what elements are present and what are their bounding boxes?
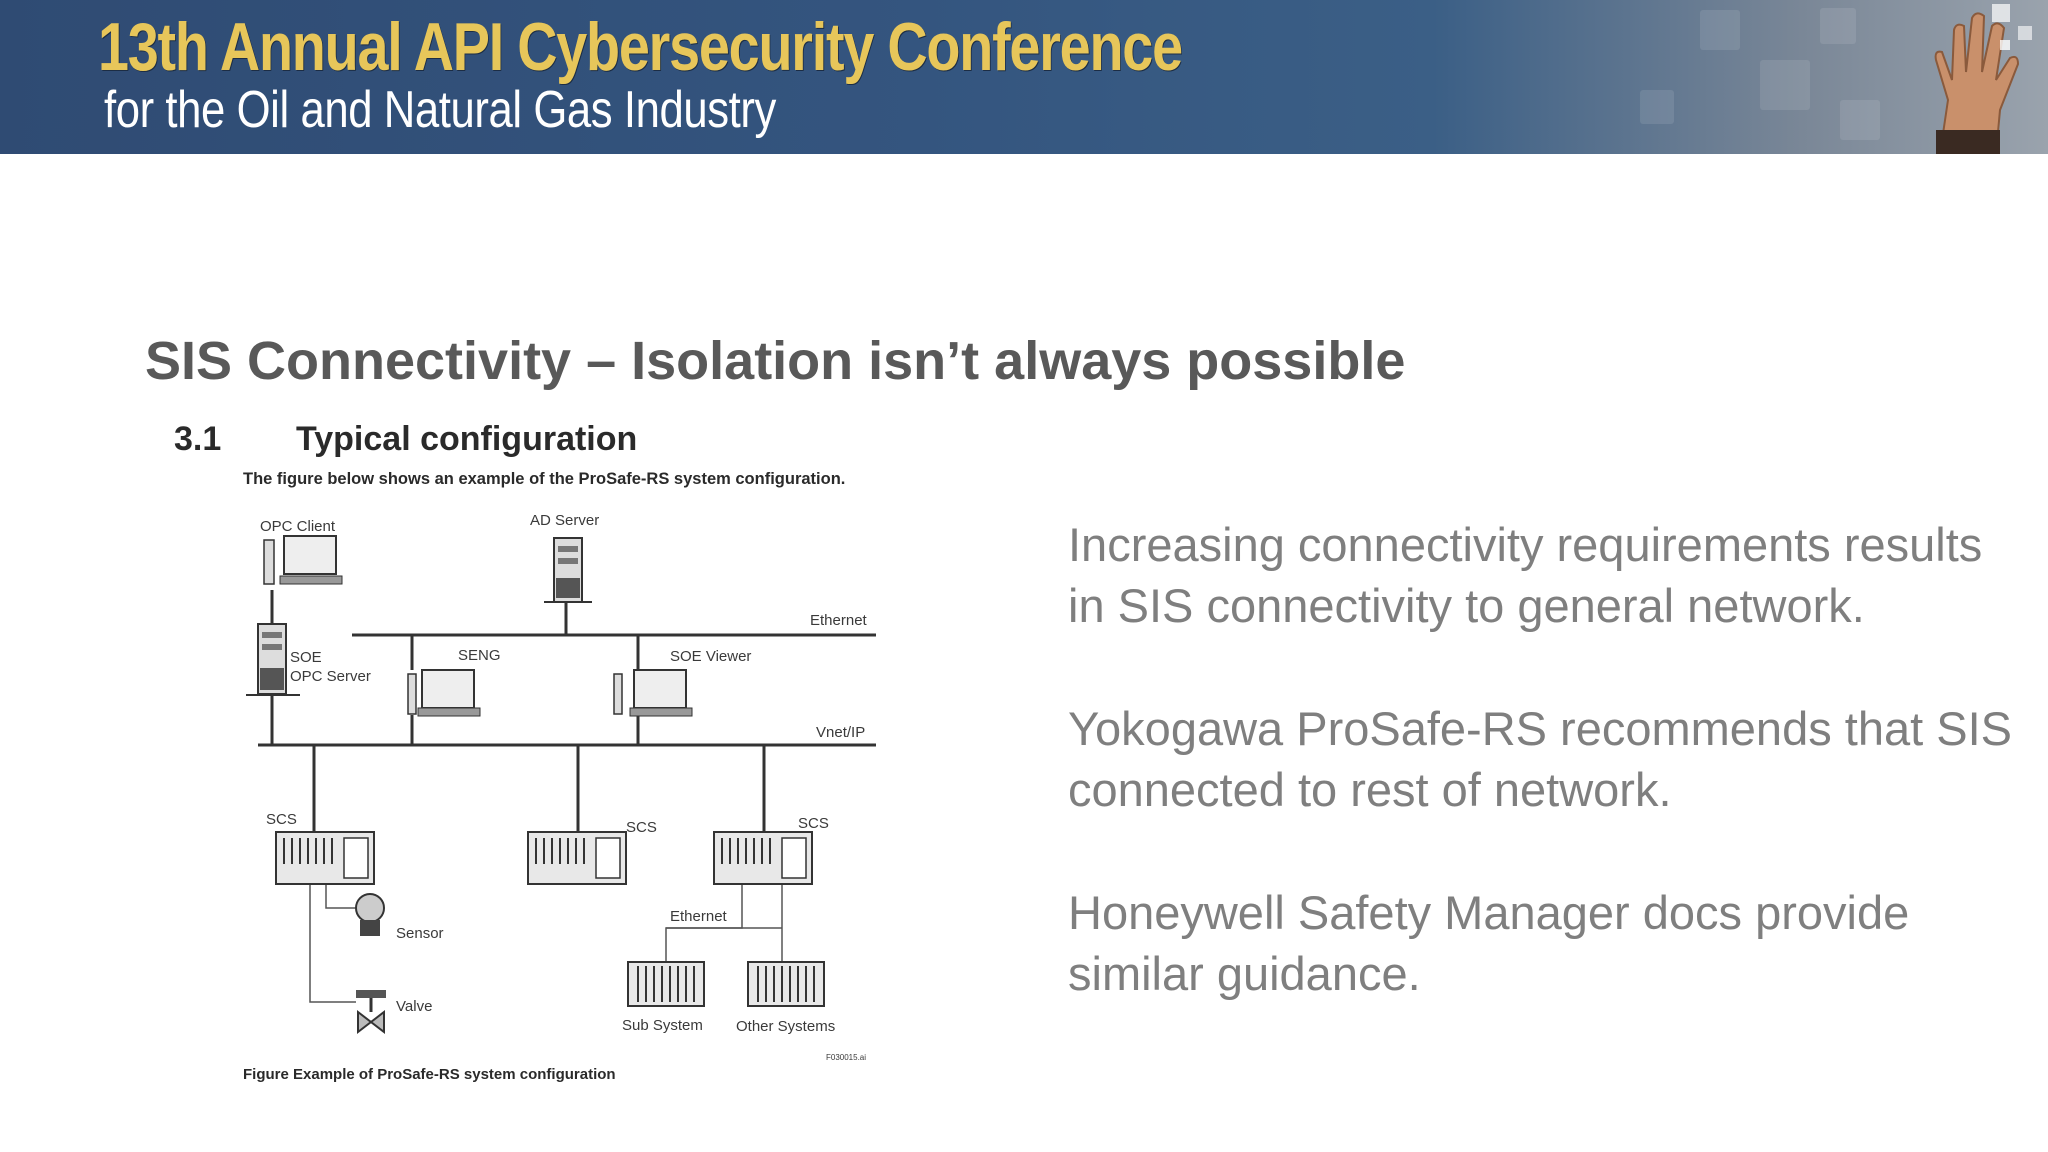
scs-controller-icon bbox=[527, 831, 627, 885]
opc-client-computer-icon bbox=[263, 535, 343, 585]
other-systems-rack-icon bbox=[747, 961, 825, 1007]
label-seng: SENG bbox=[458, 647, 501, 664]
label-ethernet-bottom: Ethernet bbox=[670, 908, 728, 925]
label-other-systems: Other Systems bbox=[736, 1018, 835, 1035]
label-sensor: Sensor bbox=[396, 925, 444, 942]
sensor-link bbox=[325, 885, 360, 909]
body-text: Increasing connectivity requirements res… bbox=[1068, 514, 2028, 1066]
label-soe-viewer: SOE Viewer bbox=[670, 648, 751, 665]
figure-intro: The figure below shows an example of the… bbox=[243, 470, 846, 488]
figure-caption: Figure Example of ProSafe-RS system conf… bbox=[243, 1066, 616, 1083]
scs-controller-icon bbox=[713, 831, 813, 885]
scs-controller-icon bbox=[275, 831, 375, 885]
label-scs-2: SCS bbox=[626, 819, 657, 836]
valve-link bbox=[309, 885, 356, 1003]
label-scs-1: SCS bbox=[266, 811, 297, 828]
sub-system-rack-icon bbox=[627, 961, 705, 1007]
section-title: Typical configuration bbox=[296, 420, 638, 458]
label-soe: SOE bbox=[290, 649, 322, 666]
label-opc-client: OPC Client bbox=[260, 518, 336, 535]
banner-decor-tile bbox=[1760, 60, 1810, 110]
label-valve: Valve bbox=[396, 998, 432, 1015]
label-vnet: Vnet/IP bbox=[816, 724, 865, 741]
label-sub-system: Sub System bbox=[622, 1017, 703, 1034]
label-scs-3: SCS bbox=[798, 815, 829, 832]
hand-touch-icon bbox=[1934, 4, 2032, 154]
banner-decor-tile bbox=[1640, 90, 1674, 124]
slide-title: SIS Connectivity – Isolation isn’t alway… bbox=[145, 331, 1406, 391]
paragraph-connectivity: Increasing connectivity requirements res… bbox=[1068, 518, 1983, 632]
banner-decor-tile bbox=[1840, 100, 1880, 140]
paragraph-yokogawa: Yokogawa ProSafe-RS recommends that SIS … bbox=[1068, 702, 2012, 816]
header-banner: 13th Annual API Cybersecurity Conference… bbox=[0, 0, 2048, 154]
label-ad-server: AD Server bbox=[530, 512, 599, 529]
conference-title: 13th Annual API Cybersecurity Conference bbox=[98, 9, 1183, 85]
label-ethernet-top: Ethernet bbox=[810, 612, 868, 629]
conference-subtitle: for the Oil and Natural Gas Industry bbox=[104, 81, 776, 139]
ad-server-tower-icon bbox=[544, 537, 592, 603]
architecture-figure: 3.1 Typical configuration The figure bel… bbox=[160, 412, 940, 1102]
banner-decor-tile bbox=[1700, 10, 1740, 50]
paragraph-honeywell: Honeywell Safety Manager docs provide si… bbox=[1068, 886, 1910, 1000]
soe-opc-server-tower-icon bbox=[246, 623, 300, 696]
banner-decor-tile bbox=[1820, 8, 1856, 44]
seng-computer-icon bbox=[407, 669, 481, 717]
label-figure-id: F030015.ai bbox=[826, 1053, 866, 1062]
valve-icon bbox=[356, 990, 386, 1035]
section-number: 3.1 bbox=[174, 420, 222, 458]
label-opc-server: OPC Server bbox=[290, 668, 371, 685]
network-diagram: OPC Client AD Server Ethernet SOE OPC Se… bbox=[246, 512, 876, 1062]
sensor-icon bbox=[355, 893, 385, 936]
soe-viewer-computer-icon bbox=[613, 669, 693, 717]
